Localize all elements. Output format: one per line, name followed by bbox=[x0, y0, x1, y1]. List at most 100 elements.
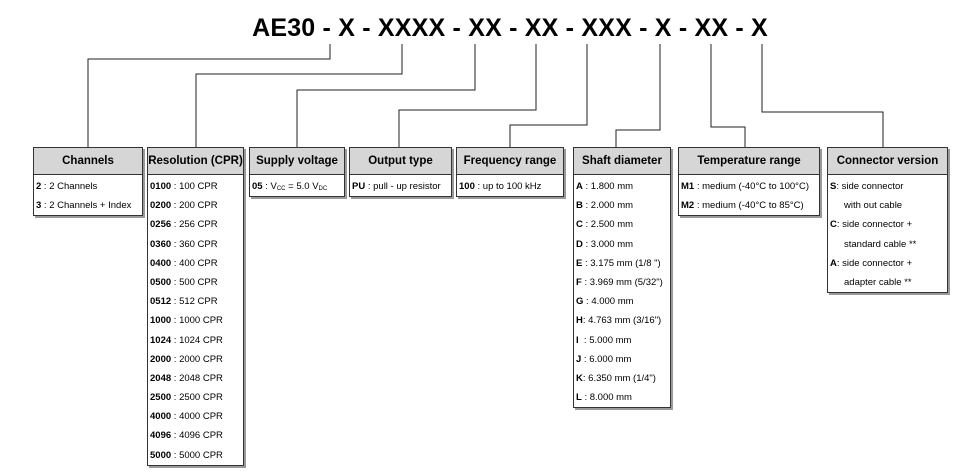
option-description: 2.000 mm bbox=[590, 200, 634, 212]
option-description: 4096 CPR bbox=[179, 430, 223, 442]
option-description: 8.000 mm bbox=[589, 392, 632, 404]
option-separator: : bbox=[171, 257, 180, 269]
option-row: standard cable ** bbox=[828, 235, 947, 254]
output-header: Output type bbox=[350, 148, 451, 175]
frequency-options: 100 : up to 100 kHz bbox=[457, 175, 563, 196]
option-description: 1000 CPR bbox=[179, 315, 223, 327]
option-separator: : bbox=[171, 449, 180, 461]
option-description: 100 CPR bbox=[179, 181, 218, 192]
connector-temperature bbox=[710, 44, 746, 147]
frequency-header: Frequency range bbox=[457, 148, 563, 175]
option-separator: : bbox=[582, 219, 591, 231]
option-separator: : bbox=[171, 238, 180, 250]
option-code: C bbox=[576, 219, 583, 231]
option-description: standard cable ** bbox=[844, 238, 917, 250]
option-row: S: side connector bbox=[828, 177, 947, 196]
option-separator: : bbox=[171, 276, 180, 288]
option-code: 5000 bbox=[150, 449, 172, 461]
option-row: E : 3.175 mm (1/8 ") bbox=[574, 254, 670, 273]
option-separator: : bbox=[171, 430, 180, 442]
option-row: J : 6.000 mm bbox=[574, 350, 670, 369]
option-description: 2000 CPR bbox=[179, 353, 223, 365]
option-separator: : bbox=[583, 296, 592, 308]
connector-output bbox=[398, 44, 537, 147]
option-code: M1 bbox=[681, 181, 695, 192]
option-row: 0512 : 512 CPR bbox=[148, 292, 243, 311]
option-row: A: side connector + bbox=[828, 254, 947, 273]
option-separator: : bbox=[582, 238, 591, 250]
option-code: M2 bbox=[681, 200, 695, 212]
option-separator: : bbox=[582, 181, 591, 192]
temperature-header: Temperature range bbox=[679, 148, 819, 175]
option-code: 2500 bbox=[150, 392, 172, 404]
option-row: L : 8.000 mm bbox=[574, 388, 670, 407]
option-row: with out cable bbox=[828, 196, 947, 215]
option-code: 2 bbox=[36, 181, 42, 192]
option-description: 256 CPR bbox=[179, 219, 218, 231]
option-row: 0200 : 200 CPR bbox=[148, 196, 243, 215]
option-row: 5000 : 5000 CPR bbox=[148, 446, 243, 465]
option-separator: : bbox=[582, 200, 591, 212]
option-code: K bbox=[576, 372, 583, 384]
option-code: 0360 bbox=[150, 238, 172, 250]
option-code: D bbox=[576, 238, 583, 250]
option-description: medium (-40°C to 100°C) bbox=[702, 181, 809, 192]
connector-shaft bbox=[615, 44, 661, 147]
option-description: 4000 CPR bbox=[179, 411, 223, 423]
connector-header: Connector version bbox=[828, 148, 947, 175]
option-separator: : bbox=[171, 200, 180, 212]
option-row: 0500 : 500 CPR bbox=[148, 273, 243, 292]
option-row: adapter cable ** bbox=[828, 273, 947, 292]
option-separator: : bbox=[171, 353, 180, 365]
option-description: adapter cable ** bbox=[844, 276, 912, 288]
option-separator: : bbox=[171, 411, 180, 423]
option-description: with out cable bbox=[844, 200, 903, 212]
option-code: 1000 bbox=[150, 315, 172, 327]
option-code: J bbox=[576, 353, 582, 365]
output-options: PU : pull - up resistor bbox=[350, 175, 451, 196]
option-separator: : bbox=[836, 219, 843, 231]
option-separator: : bbox=[582, 372, 589, 384]
option-separator: : bbox=[171, 315, 180, 327]
option-description: 2 Channels bbox=[49, 181, 98, 192]
subscript: CC bbox=[276, 186, 286, 192]
option-code: G bbox=[576, 296, 584, 308]
connector-supply bbox=[296, 44, 476, 147]
option-separator: : bbox=[171, 392, 180, 404]
option-separator: : bbox=[582, 315, 589, 327]
option-separator: : bbox=[578, 334, 590, 346]
option-separator: : bbox=[171, 372, 180, 384]
option-code: A bbox=[576, 181, 583, 192]
option-separator: : bbox=[41, 181, 50, 192]
option-description: 500 CPR bbox=[179, 276, 218, 288]
option-description: 360 CPR bbox=[179, 238, 218, 250]
option-separator: : bbox=[836, 181, 842, 192]
channels-header: Channels bbox=[34, 148, 142, 175]
connector-connector-version bbox=[761, 44, 884, 147]
output-type-box: Output type PU : pull - up resistor bbox=[349, 147, 452, 198]
option-code: C bbox=[830, 219, 837, 231]
option-row: 0360 : 360 CPR bbox=[148, 235, 243, 254]
option-row: B : 2.000 mm bbox=[574, 196, 670, 215]
option-description: 4.763 mm (3/16") bbox=[588, 315, 662, 327]
option-row: PU : pull - up resistor bbox=[350, 177, 451, 196]
connector-resolution bbox=[195, 44, 403, 147]
option-code: 4000 bbox=[150, 411, 172, 423]
option-code: 2048 bbox=[150, 372, 172, 384]
option-separator: : bbox=[836, 257, 843, 269]
supply-voltage-box: Supply voltage 05 : VCC = 5.0 VDC bbox=[249, 147, 345, 198]
supply-header: Supply voltage bbox=[250, 148, 344, 175]
option-code: 0100 bbox=[150, 181, 172, 192]
option-row: 1024 : 1024 CPR bbox=[148, 331, 243, 350]
option-row: D : 3.000 mm bbox=[574, 235, 670, 254]
option-separator: : bbox=[365, 181, 374, 192]
option-separator: : bbox=[262, 181, 271, 192]
option-row: 05 : VCC = 5.0 VDC bbox=[250, 177, 344, 196]
option-separator: : bbox=[581, 276, 590, 288]
option-code: 05 bbox=[252, 181, 263, 192]
option-description: 200 CPR bbox=[179, 200, 218, 212]
